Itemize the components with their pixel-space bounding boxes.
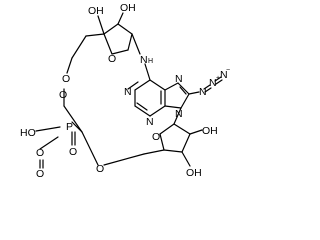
atom-n-purine-3: N <box>146 116 154 128</box>
atom-ho-phosphate: HO <box>20 127 36 139</box>
atom-o-phosphate-bottom: O <box>36 147 44 159</box>
atom-azide-n3: N <box>220 69 228 81</box>
atom-n-purine-7: N <box>175 73 183 85</box>
atom-o-left-top: O <box>62 73 70 85</box>
atom-n-purine-9: N <box>175 108 183 120</box>
atom-azide-minus: − <box>226 67 230 74</box>
atom-oh-bottom-right: OH <box>202 125 218 137</box>
atom-azide-plus: + <box>216 75 220 82</box>
atom-azide-n1: N <box>199 86 207 98</box>
atom-n-linker-h: H <box>148 58 153 65</box>
atom-o-phosphate-bottom-dbl: O <box>36 168 44 180</box>
atom-oh-top-left: OH <box>88 5 104 17</box>
atom-n-linker: N <box>140 54 148 66</box>
atom-azide-n2: N <box>209 77 217 89</box>
bond-lines <box>35 12 223 169</box>
atom-o-left-bottom: O <box>59 89 67 101</box>
atom-o-ring-bottom: O <box>152 131 160 143</box>
atom-oh-top-right: OH <box>120 2 136 14</box>
atom-phosphorus: P <box>66 121 73 133</box>
atom-n-purine-1: N <box>124 86 132 98</box>
atom-o-bridge-bottom: O <box>96 163 104 175</box>
atom-labels: OH OH O N H N N N N N N + N − O O P O HO… <box>20 2 230 180</box>
atom-o-ring-top: O <box>108 53 116 65</box>
atom-oh-bottom-far: OH <box>186 167 202 179</box>
atom-o-phosphoryl: O <box>69 146 77 158</box>
chemical-structure-diagram: OH OH O N H N N N N N N + N − O O P O HO… <box>20 2 230 180</box>
